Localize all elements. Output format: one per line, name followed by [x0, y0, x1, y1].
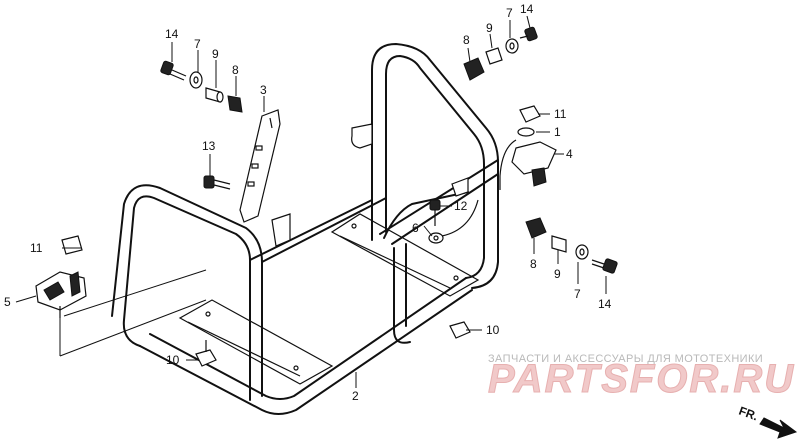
fastener-stack-top-left [160, 60, 243, 113]
callout-8-top-right: 8 [463, 33, 470, 47]
callout-14-top-left: 14 [165, 27, 179, 41]
callout-3: 3 [260, 83, 267, 97]
bolt-part-13 [203, 175, 231, 190]
callout-14-top-right: 14 [520, 2, 534, 16]
callout-labels: 14 7 9 8 3 13 11 5 10 2 8 9 7 14 11 1 4 … [4, 2, 612, 403]
callout-12: 12 [454, 199, 468, 213]
callout-9-top-left: 9 [212, 47, 219, 61]
fastener-stack-top-right [463, 26, 538, 81]
watermark-brand: PARTSFOR.RU [488, 357, 795, 401]
callout-4: 4 [566, 147, 573, 161]
main-frame [111, 43, 499, 415]
base-mount-plates [178, 213, 480, 385]
callout-7-right: 7 [574, 287, 581, 301]
front-arrow-icon [759, 417, 798, 439]
engine-mount-right [499, 105, 557, 190]
callout-14-right: 14 [598, 297, 612, 311]
leader-lines [15, 15, 607, 388]
callout-13: 13 [202, 139, 216, 153]
callout-5: 5 [4, 295, 11, 309]
fastener-stack-right [525, 217, 618, 274]
ground-strap-part-6 [428, 199, 479, 244]
callout-10-right: 10 [486, 323, 500, 337]
nut-part-10-left [195, 340, 217, 367]
front-direction-indicator: FR. [737, 404, 798, 439]
callout-9-top-right: 9 [486, 21, 493, 35]
engine-mount-left [35, 235, 87, 318]
callout-9-right: 9 [554, 267, 561, 281]
callout-7-top-left: 7 [194, 37, 201, 51]
callout-1: 1 [554, 125, 561, 139]
watermark-tagline: ЗАПЧАСТИ И АКСЕССУАРЫ ДЛЯ МОТОТЕХНИКИ [488, 353, 763, 365]
callout-8-top-left: 8 [232, 63, 239, 77]
bracket-plate-part-3 [239, 109, 281, 223]
callout-6: 6 [412, 221, 419, 235]
callout-10-left: 10 [166, 353, 180, 367]
frame-tabs [271, 123, 469, 247]
front-direction-label: FR. [737, 404, 760, 424]
callout-8-right: 8 [530, 257, 537, 271]
nut-part-10-right [449, 321, 471, 339]
callout-11-left: 11 [30, 241, 43, 255]
callout-11-right: 11 [554, 107, 567, 121]
callout-2: 2 [352, 389, 359, 403]
callout-7-top-right: 7 [506, 6, 513, 20]
